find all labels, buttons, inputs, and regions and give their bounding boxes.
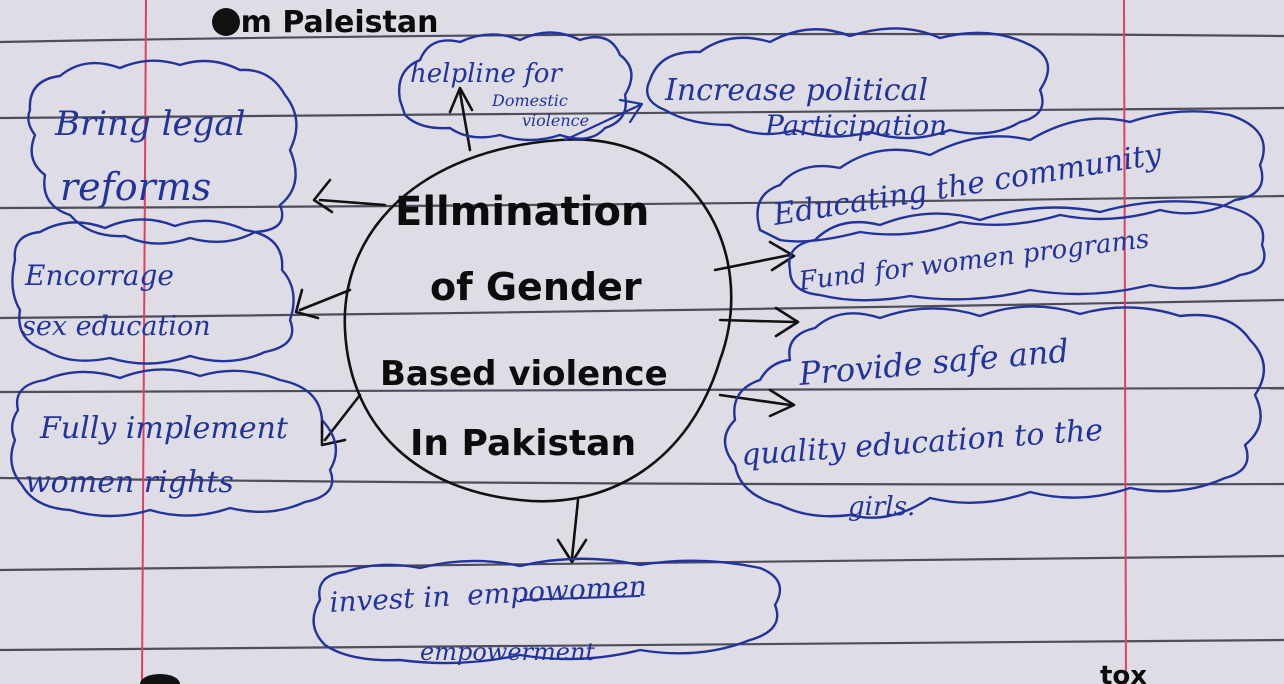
empower-line-2: empowerment (420, 638, 595, 666)
central-circle (343, 138, 733, 503)
education-line-2: quality education to the (740, 413, 1104, 473)
helpline-line-3: violence (522, 111, 589, 130)
central-line-4: In Pakistan (410, 423, 636, 464)
bottom-fragment-text: tox (1100, 661, 1147, 684)
education-line-3: girls. (848, 492, 915, 522)
branch-education: Provide safe and quality education to th… (723, 305, 1266, 522)
branch-arrows (294, 86, 800, 564)
legal-line-2: reforms (60, 165, 211, 209)
ruled-lines (0, 32, 1284, 652)
empower-line-1-text: invest in (329, 580, 451, 619)
branch-helpline: helpline for Domestic violence (398, 31, 633, 142)
central-line-2: of Gender (430, 265, 642, 309)
central-line-1: Ellmination (395, 189, 649, 235)
sex-education-line-1: Encorrage (24, 259, 174, 292)
branch-political: Increase political Participation (645, 27, 1050, 142)
political-line-1: Increase political (664, 73, 928, 108)
top-fragment-text: om Paleistan (220, 5, 438, 40)
rights-line-1: Fully implement (39, 411, 289, 446)
political-line-2: Participation (764, 109, 947, 142)
empower-line-1-struck: empowomen (466, 569, 647, 611)
top-scribble (212, 8, 240, 36)
branch-rights: Fully implement women rights (10, 368, 338, 518)
central-line-3: Based violence (380, 354, 668, 394)
helpline-line-2: Domestic (491, 91, 568, 110)
margin-lines (141, 0, 1127, 684)
helpline-line-1: helpline for (410, 59, 563, 89)
branch-sex-education: Encorrage sex education (11, 218, 295, 365)
legal-line-1: Bring legal (54, 104, 246, 144)
branch-legal: Bring legal reforms (27, 59, 298, 245)
rights-line-2: women rights (25, 465, 234, 500)
bottom-scribble (140, 674, 180, 684)
central-topic: Ellmination of Gender Based violence In … (343, 138, 733, 503)
branch-empower: invest in empowomen empowerment (312, 557, 782, 666)
education-line-1: Provide safe and (796, 332, 1070, 394)
sex-education-line-2: sex education (22, 311, 211, 342)
empower-line-1: invest in empowomen (329, 569, 648, 619)
